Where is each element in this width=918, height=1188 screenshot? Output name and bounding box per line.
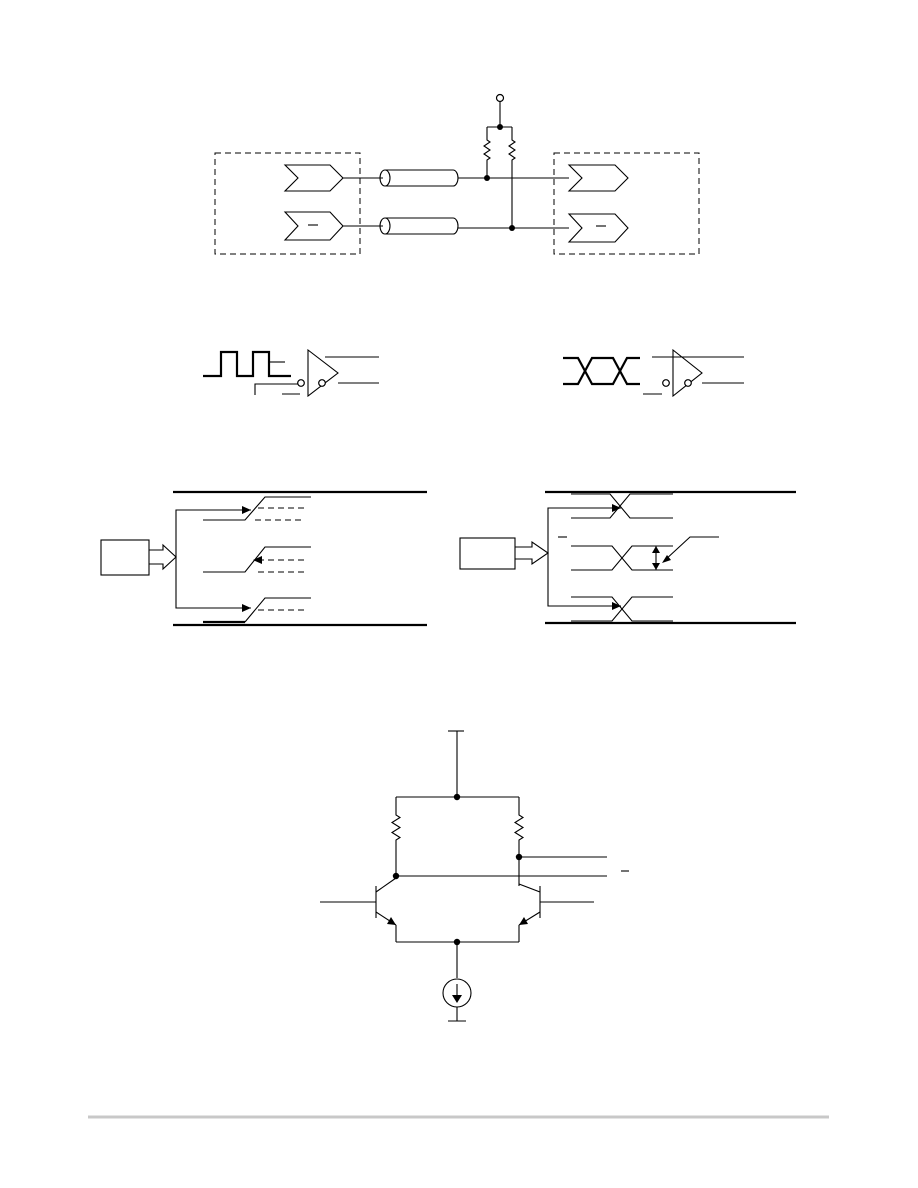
source-arrow xyxy=(515,540,549,566)
arrowhead xyxy=(662,555,671,563)
source-block xyxy=(100,539,150,576)
square-waveform xyxy=(203,350,291,378)
callout-leader xyxy=(663,536,719,562)
transistor-right-collector xyxy=(518,883,541,893)
coax-cable-top xyxy=(385,169,459,187)
input-bubble xyxy=(297,379,305,387)
termination-resistor-1 xyxy=(483,127,491,177)
input-bubble xyxy=(662,379,670,387)
eye-waveform-b xyxy=(563,356,640,386)
arrowhead xyxy=(612,602,621,610)
bus-skew-figure xyxy=(100,490,796,627)
transistor-left-collector xyxy=(375,877,397,893)
arrowhead xyxy=(253,556,262,564)
receiver-gate-top xyxy=(567,164,629,192)
supply-terminal xyxy=(495,93,505,103)
driver-gate-top xyxy=(283,164,344,192)
driver-waveforms-figure xyxy=(203,348,744,398)
diff-crossing-3b xyxy=(571,596,673,622)
diff-crossing-1b xyxy=(571,493,673,519)
signal-edge-3 xyxy=(244,597,311,623)
signal-edge-1 xyxy=(203,496,311,521)
branch-wire xyxy=(547,553,621,607)
emitter-arrow xyxy=(519,917,528,925)
termination-resistor-2 xyxy=(508,127,516,228)
input-wire xyxy=(254,383,298,395)
coax-end xyxy=(379,217,391,235)
diff-crossing-1a xyxy=(571,493,673,519)
junction-dot xyxy=(509,225,515,231)
branch-wire xyxy=(175,509,251,557)
arrowhead xyxy=(652,563,660,570)
arrowhead xyxy=(652,546,660,553)
output-bubble xyxy=(684,379,692,387)
arrowhead xyxy=(242,604,251,612)
receiver-gate-bottom xyxy=(567,213,629,243)
diff-crossing-2b xyxy=(571,545,673,571)
coax-end xyxy=(379,169,391,187)
driver-gate-bottom xyxy=(283,211,344,241)
eye-waveform-a xyxy=(563,356,640,386)
arrowhead xyxy=(242,506,251,514)
load-resistor-right xyxy=(513,797,525,886)
source-arrow xyxy=(149,543,177,571)
coax-cable-bottom xyxy=(385,217,459,235)
load-resistor-left xyxy=(390,797,402,876)
branch-wire xyxy=(175,557,251,609)
output-bubble xyxy=(318,379,326,387)
emitter-arrow xyxy=(387,917,396,925)
driver-box xyxy=(214,152,361,255)
receiver-box xyxy=(553,152,700,255)
line-termination-figure xyxy=(214,93,700,255)
arrowhead xyxy=(612,504,621,512)
junction-dot xyxy=(484,175,490,181)
current-arrow-head xyxy=(452,995,462,1003)
differential-pair-figure xyxy=(320,730,629,1022)
branch-wire xyxy=(547,507,621,553)
source-block xyxy=(459,537,516,570)
